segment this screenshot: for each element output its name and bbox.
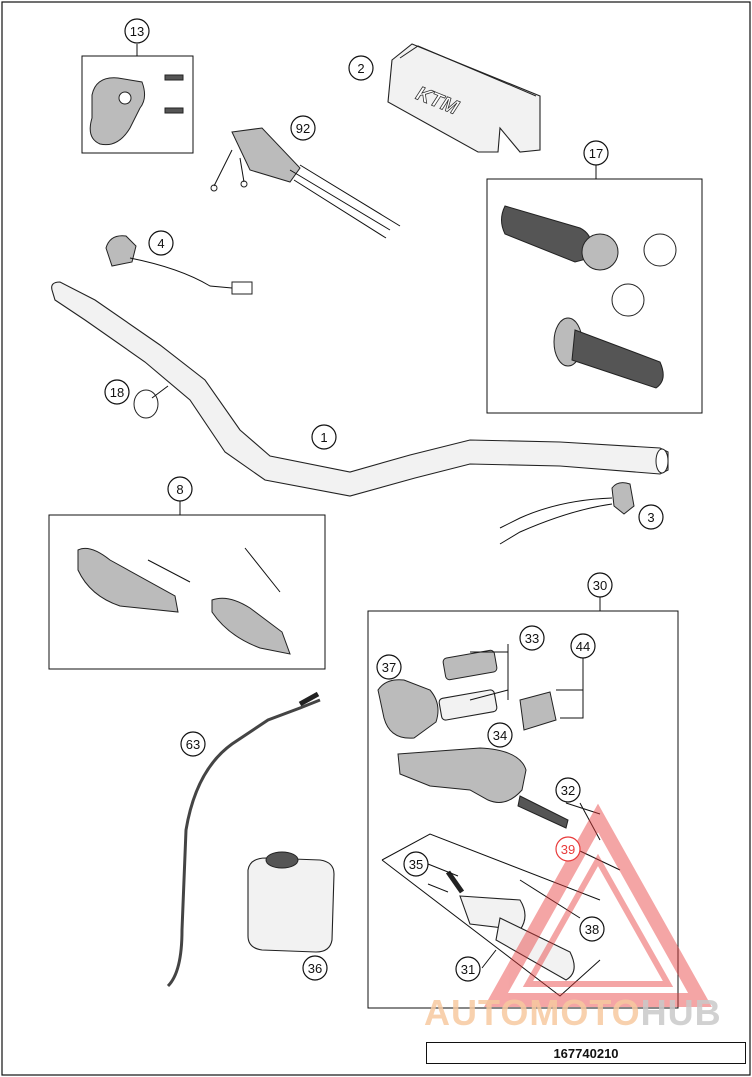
watermark-part2: HUB	[640, 992, 722, 1033]
handlebar-pad: KTM	[387, 43, 541, 153]
svg-text:32: 32	[561, 783, 575, 798]
watermark-text: AUTOMOTOHUB	[424, 992, 722, 1034]
svg-text:37: 37	[382, 660, 396, 675]
callout-32: 32	[555, 777, 581, 803]
svg-text:39: 39	[561, 842, 575, 857]
callout-35: 35	[403, 851, 429, 877]
frame-8	[48, 514, 326, 670]
fluid-bottle-36	[247, 851, 335, 953]
svg-text:2: 2	[357, 61, 364, 76]
callout-1: 1	[311, 424, 337, 450]
callout-17: 17	[583, 140, 609, 166]
svg-text:1: 1	[320, 430, 327, 445]
cable-63	[166, 691, 321, 988]
svg-text:34: 34	[493, 728, 507, 743]
handlebar	[51, 281, 669, 497]
svg-text:8: 8	[176, 482, 183, 497]
svg-text:3: 3	[647, 510, 654, 525]
callout-63: 63	[180, 731, 206, 757]
throttle-92	[210, 127, 401, 239]
svg-text:31: 31	[461, 962, 475, 977]
svg-text:36: 36	[308, 961, 322, 976]
cable-tie-18	[133, 385, 169, 419]
callout-8: 8	[167, 476, 193, 502]
svg-text:4: 4	[157, 236, 164, 251]
callout-31: 31	[455, 956, 481, 982]
document-number: 167740210	[426, 1042, 746, 1064]
svg-text:92: 92	[296, 121, 310, 136]
callout-3: 3	[638, 504, 664, 530]
callout-2: 2	[348, 55, 374, 81]
svg-text:38: 38	[585, 922, 599, 937]
switch-3	[499, 482, 635, 545]
frame-17	[486, 178, 703, 414]
svg-text:35: 35	[409, 857, 423, 872]
svg-text:33: 33	[525, 631, 539, 646]
callout-92: 92	[290, 115, 316, 141]
callout-44: 44	[570, 633, 596, 659]
callout-36: 36	[302, 955, 328, 981]
callout-37: 37	[376, 654, 402, 680]
callout-38: 38	[579, 916, 605, 942]
frame-30	[367, 610, 679, 1009]
callout-18: 18	[104, 379, 130, 405]
svg-text:44: 44	[576, 639, 590, 654]
callout-34: 34	[487, 722, 513, 748]
handguards-8	[77, 547, 291, 655]
svg-text:13: 13	[130, 24, 144, 39]
callout-30: 30	[587, 572, 613, 598]
svg-text:17: 17	[589, 146, 603, 161]
svg-text:30: 30	[593, 578, 607, 593]
callout-4: 4	[148, 230, 174, 256]
watermark-triangle	[484, 803, 712, 1007]
grips-17	[501, 205, 677, 389]
callout-39: 39	[555, 836, 581, 862]
callout-33: 33	[519, 625, 545, 651]
master-cylinder-30	[377, 649, 575, 981]
svg-text:63: 63	[186, 737, 200, 752]
leader-lines	[136, 44, 621, 997]
svg-text:18: 18	[110, 385, 124, 400]
watermark-part1: AUTOMOTO	[424, 992, 641, 1033]
switch-13	[89, 74, 184, 146]
callout-13: 13	[124, 18, 150, 44]
switch-4	[105, 235, 253, 295]
